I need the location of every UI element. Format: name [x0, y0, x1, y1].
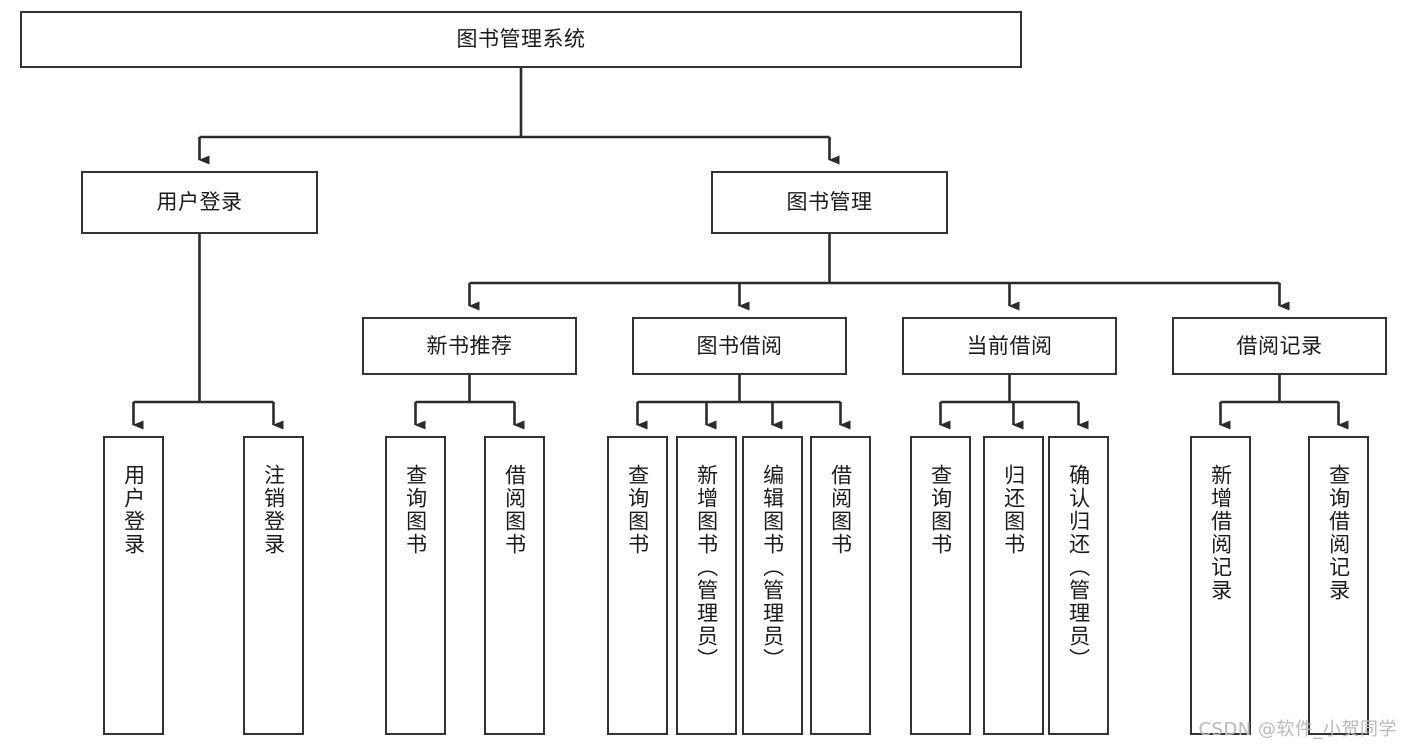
node-leaf-bb-borrow[interactable]: 借阅图书 [810, 436, 871, 735]
node-leaf-nbr-borrow[interactable]: 借阅图书 [484, 436, 545, 735]
node-label: 查询图书 [403, 464, 428, 556]
node-leaf-br-add[interactable]: 新增借阅记录 [1190, 436, 1251, 735]
node-leaf-user-logout[interactable]: 注销登录 [243, 436, 304, 735]
node-borrow-record[interactable]: 借阅记录 [1172, 317, 1387, 375]
node-label: 图书借阅 [696, 333, 783, 358]
node-label: 查询图书 [928, 464, 953, 556]
node-label: 编辑图书（管理员） [760, 464, 785, 671]
node-label: 新增借阅记录 [1208, 464, 1233, 602]
node-root[interactable]: 图书管理系统 [20, 11, 1022, 68]
node-leaf-br-query[interactable]: 查询借阅记录 [1308, 436, 1369, 735]
node-label: 借阅图书 [828, 464, 853, 556]
watermark-text: CSDN @软件_小贺同学 [1198, 719, 1397, 740]
node-label: 新增图书（管理员） [694, 464, 719, 671]
node-leaf-bb-edit[interactable]: 编辑图书（管理员） [742, 436, 803, 735]
node-current-borrow[interactable]: 当前借阅 [902, 317, 1117, 375]
node-label: 查询图书 [625, 464, 650, 556]
node-book-manage[interactable]: 图书管理 [711, 171, 948, 234]
node-label: 图书管理 [786, 190, 873, 215]
node-book-borrow[interactable]: 图书借阅 [632, 317, 847, 375]
node-label: 注销登录 [261, 464, 286, 556]
node-label: 归还图书 [1001, 464, 1026, 556]
node-label: 借阅图书 [502, 464, 527, 556]
node-label: 用户登录 [156, 190, 243, 215]
node-leaf-bb-query[interactable]: 查询图书 [607, 436, 668, 735]
node-label: 用户登录 [121, 464, 146, 556]
node-label: 当前借阅 [966, 333, 1053, 358]
node-leaf-bb-add[interactable]: 新增图书（管理员） [676, 436, 737, 735]
node-label: 借阅记录 [1236, 333, 1323, 358]
node-label: 确认归还（管理员） [1066, 464, 1091, 671]
node-leaf-nbr-query[interactable]: 查询图书 [385, 436, 446, 735]
node-leaf-cb-return[interactable]: 归还图书 [983, 436, 1044, 735]
node-label: 查询借阅记录 [1326, 464, 1351, 602]
node-user-login[interactable]: 用户登录 [81, 171, 318, 234]
node-leaf-user-login[interactable]: 用户登录 [103, 436, 164, 735]
node-leaf-cb-query[interactable]: 查询图书 [910, 436, 971, 735]
node-label: 图书管理系统 [456, 27, 586, 52]
node-label: 新书推荐 [426, 333, 513, 358]
node-leaf-cb-confirm[interactable]: 确认归还（管理员） [1048, 436, 1109, 735]
node-new-book-rec[interactable]: 新书推荐 [362, 317, 577, 375]
